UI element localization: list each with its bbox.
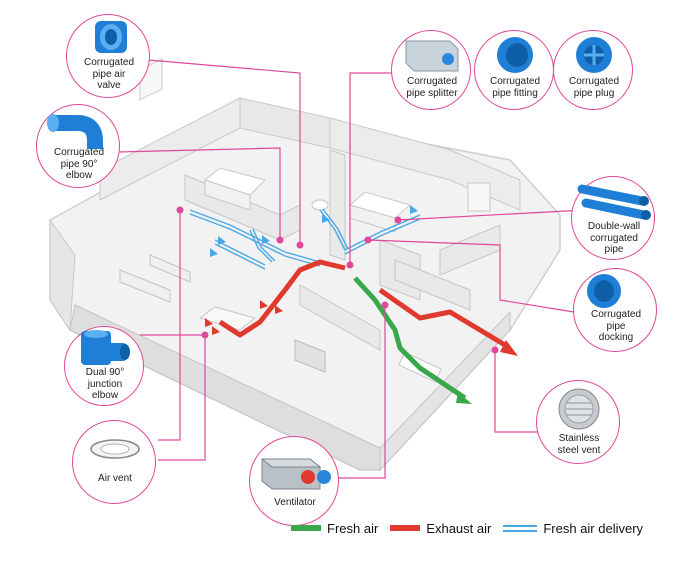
callout-label: Ventilator bbox=[274, 497, 316, 508]
legend-fresh-air-label: Fresh air bbox=[327, 520, 379, 536]
fresh-air-duct bbox=[353, 276, 467, 401]
exhaust-air-swatch bbox=[390, 525, 421, 531]
legend: Fresh air Exhaust air Fresh air delivery bbox=[291, 518, 655, 538]
callout-label: Stainless steel vent bbox=[557, 433, 601, 456]
corrugated-pipe-splitter-icon bbox=[405, 40, 459, 72]
fresh-air-delivery-swatch bbox=[503, 524, 538, 532]
callout-label: Air vent bbox=[98, 473, 132, 484]
right-front-wall bbox=[379, 310, 511, 472]
double-wall-pipe-icon bbox=[577, 184, 651, 220]
callout-plug: Corrugated pipe plug bbox=[553, 30, 633, 110]
dual-junction-elbow-icon bbox=[81, 330, 130, 365]
callout-stainless-vent: Stainless steel vent bbox=[536, 380, 620, 464]
ventilator-icon bbox=[260, 458, 331, 490]
callout-docking: Corrugated pipe docking bbox=[573, 268, 657, 352]
callout-label: Corrugated pipe splitter bbox=[406, 76, 458, 99]
appliance bbox=[294, 339, 326, 373]
callout-label: Corrugated pipe fitting bbox=[489, 76, 541, 99]
sofa bbox=[119, 269, 171, 303]
legend-exhaust-air: Exhaust air bbox=[390, 521, 491, 536]
exhaust-arrows-room bbox=[205, 300, 283, 335]
callout-label: Corrugated pipe docking bbox=[590, 309, 642, 343]
legend-fresh-air: Fresh air bbox=[291, 521, 378, 536]
callout-label: Corrugated pipe plug bbox=[568, 76, 620, 99]
callout-splitter: Corrugated pipe splitter bbox=[391, 30, 471, 110]
callout-connectors bbox=[117, 59, 586, 479]
supply-arrows-room bbox=[210, 205, 418, 257]
callout-fitting: Corrugated pipe fitting bbox=[474, 30, 554, 110]
callout-air-vent: Air vent bbox=[72, 420, 156, 504]
exhaust-arrow bbox=[500, 340, 518, 356]
fresh-air-swatch bbox=[291, 525, 321, 531]
pipe-docking-icon bbox=[587, 274, 621, 308]
corrugated-pipe-elbow-icon bbox=[47, 114, 103, 149]
exhaust-air-duct bbox=[218, 259, 346, 338]
toilet bbox=[311, 199, 329, 211]
corrugated-pipe-fitting-icon bbox=[497, 37, 533, 73]
fresh-air-arrow bbox=[456, 392, 472, 404]
callout-double-wall: Double-wall corrugated pipe bbox=[571, 176, 655, 260]
callout-ventilator: Ventilator bbox=[249, 436, 339, 526]
corrugated-pipe-plug-icon bbox=[576, 37, 612, 73]
callout-label: Corrugated pipe air valve bbox=[83, 57, 135, 91]
corrugated-pipe-air-valve-icon bbox=[95, 21, 127, 53]
callout-dots bbox=[176, 206, 499, 354]
callout-air-valve: Corrugated pipe air valve bbox=[66, 14, 150, 98]
callout-junction-elbow: Dual 90° junction elbow bbox=[64, 326, 144, 406]
air-vent-icon bbox=[90, 439, 140, 459]
legend-fresh-air-delivery-label: Fresh air delivery bbox=[543, 520, 644, 536]
callout-label: Dual 90° junction elbow bbox=[85, 367, 125, 401]
stainless-steel-vent-icon bbox=[558, 388, 600, 430]
callout-90-elbow: Corrugated pipe 90° elbow bbox=[36, 104, 120, 188]
callout-label: Double-wall corrugated pipe bbox=[587, 221, 641, 255]
legend-fresh-air-delivery: Fresh air delivery bbox=[503, 521, 643, 536]
exhaust-air-duct-right bbox=[378, 287, 507, 348]
callout-label: Corrugated pipe 90° elbow bbox=[53, 147, 105, 181]
legend-exhaust-air-label: Exhaust air bbox=[426, 520, 492, 536]
